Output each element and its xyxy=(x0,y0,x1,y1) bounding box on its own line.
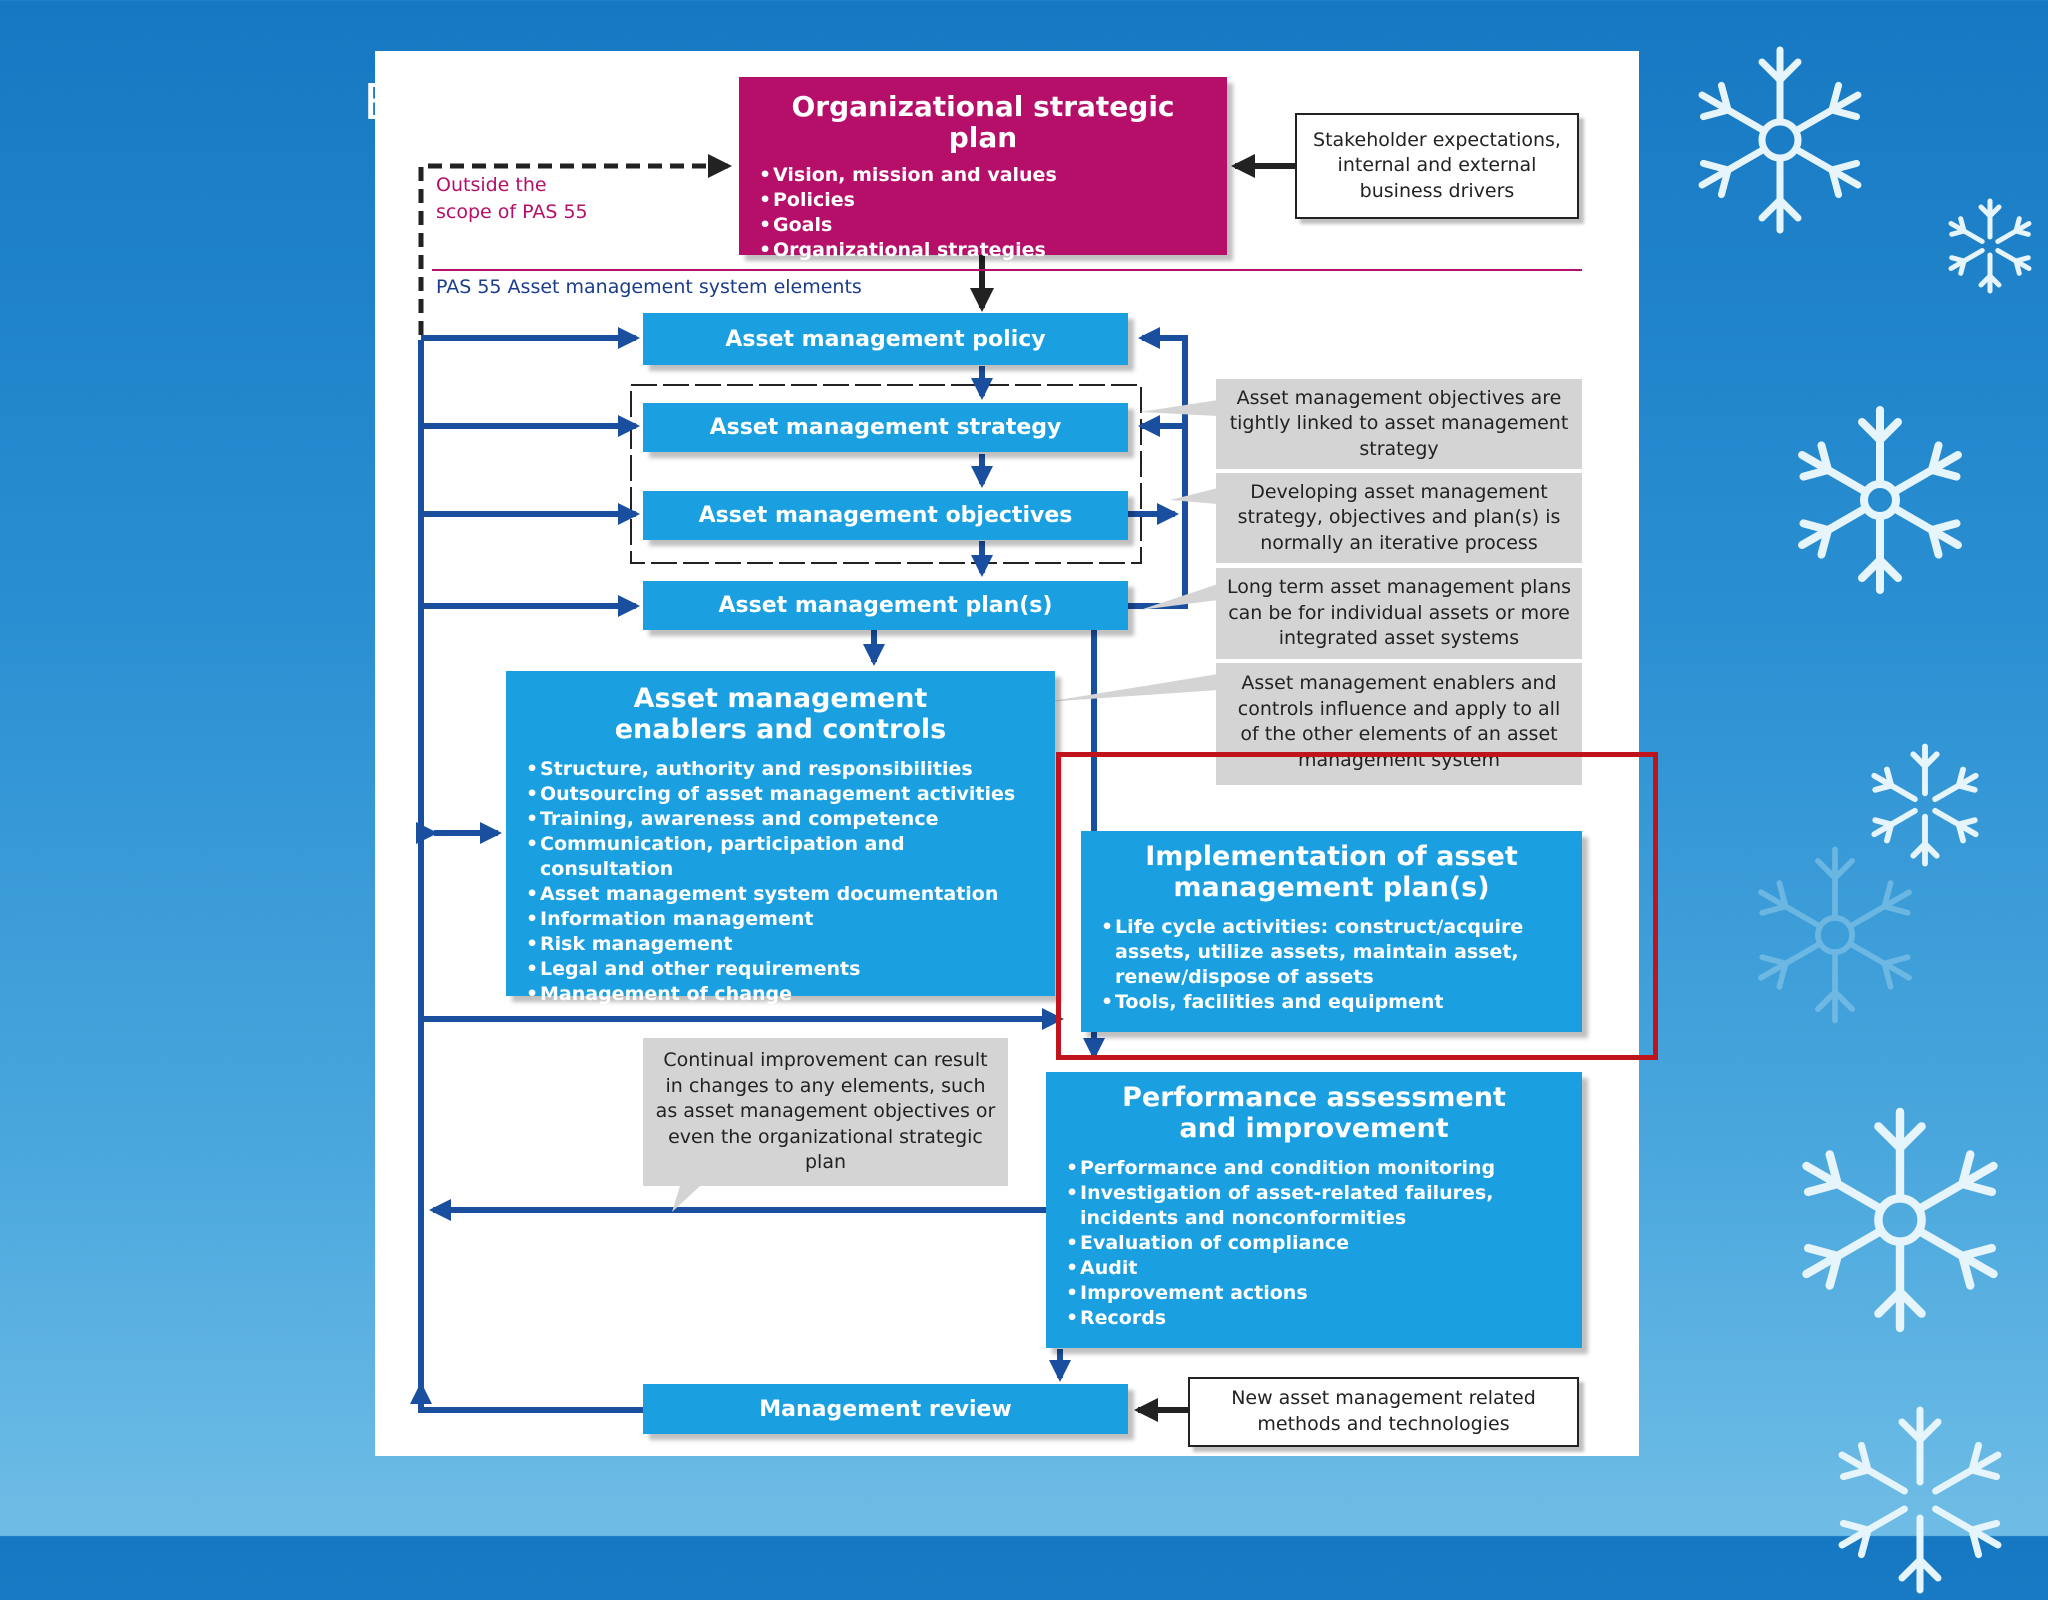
list-item: Training, awareness and competence xyxy=(526,807,1035,832)
performance-box: Performance assessment and improvement P… xyxy=(1046,1072,1582,1348)
list-item: Goals xyxy=(759,213,1207,238)
highlight-frame xyxy=(1056,752,1658,1060)
list-item: Information management xyxy=(526,907,1035,932)
list-item: Audit xyxy=(1066,1256,1562,1281)
list-item: Structure, authority and responsibilitie… xyxy=(526,757,1035,782)
list-item: Vision, mission and values xyxy=(759,163,1207,188)
implementation-title: Implementation of asset management plan(… xyxy=(1145,841,1518,903)
list-item: Risk management xyxy=(526,932,1035,957)
note-enablers: Asset management enablers and controls i… xyxy=(1216,663,1582,785)
diagram-connectors xyxy=(410,154,1582,1422)
enablers-title: Asset management enablers and controls xyxy=(614,683,947,745)
new-methods-box: New asset management related methods and… xyxy=(1188,1377,1579,1447)
list-item: Management of change xyxy=(526,982,1035,1007)
pas55-label: PAS 55 Asset management system elements xyxy=(436,276,862,298)
strategic-plan-title: Organizational strategic plan xyxy=(791,90,1175,154)
list-item: Investigation of asset-related failures,… xyxy=(1066,1181,1562,1231)
list-item: Tools, facilities and equipment xyxy=(1101,990,1562,1015)
review-box: Management review xyxy=(643,1384,1128,1434)
note-iterative: Developing asset management strategy, ob… xyxy=(1216,473,1582,563)
strategy-box: Asset management strategy xyxy=(643,403,1128,452)
policy-box: Asset management policy xyxy=(643,313,1128,365)
list-item: Organizational strategies xyxy=(759,238,1207,263)
list-item: Life cycle activities: construct/acquire… xyxy=(1101,915,1562,990)
list-item: Outsourcing of asset management activiti… xyxy=(526,782,1035,807)
snowflake-icon xyxy=(1740,840,1930,1030)
implementation-list: Life cycle activities: construct/acquire… xyxy=(1101,915,1562,1015)
snowflake-icon xyxy=(1780,400,1980,600)
list-item: Legal and other requirements xyxy=(526,957,1035,982)
performance-list: Performance and condition monitoring Inv… xyxy=(1066,1156,1562,1331)
plans-box: Asset management plan(s) xyxy=(643,581,1128,630)
list-item: Performance and condition monitoring xyxy=(1066,1156,1562,1181)
note-long-term: Long term asset management plans can be … xyxy=(1216,568,1582,659)
list-item: Communication, participation and consult… xyxy=(526,832,1035,882)
note-continual: Continual improvement can result in chan… xyxy=(643,1038,1008,1186)
outside-scope-label: Outside the scope of PAS 55 xyxy=(436,174,588,223)
list-item: Policies xyxy=(759,188,1207,213)
list-item: Records xyxy=(1066,1306,1562,1331)
implementation-box: Implementation of asset management plan(… xyxy=(1081,831,1582,1032)
strategic-plan-list: Vision, mission and values Policies Goal… xyxy=(759,163,1207,263)
stakeholder-box: Stakeholder expectations, internal and e… xyxy=(1295,113,1579,219)
list-item: Evaluation of compliance xyxy=(1066,1231,1562,1256)
list-item: Asset management system documentation xyxy=(526,882,1035,907)
note-objectives: Asset management objectives are tightly … xyxy=(1216,379,1582,469)
list-item: Improvement actions xyxy=(1066,1281,1562,1306)
snowflake-icon xyxy=(1680,46,1880,240)
snowflake-icon xyxy=(1780,1100,2020,1340)
objectives-box: Asset management objectives xyxy=(643,491,1128,540)
strategic-plan-box: Organizational strategic plan Vision, mi… xyxy=(739,77,1227,263)
enablers-box: Asset management enablers and controls S… xyxy=(506,671,1055,1007)
performance-title: Performance assessment and improvement xyxy=(1122,1082,1506,1144)
enablers-list: Structure, authority and responsibilitie… xyxy=(526,757,1035,1007)
